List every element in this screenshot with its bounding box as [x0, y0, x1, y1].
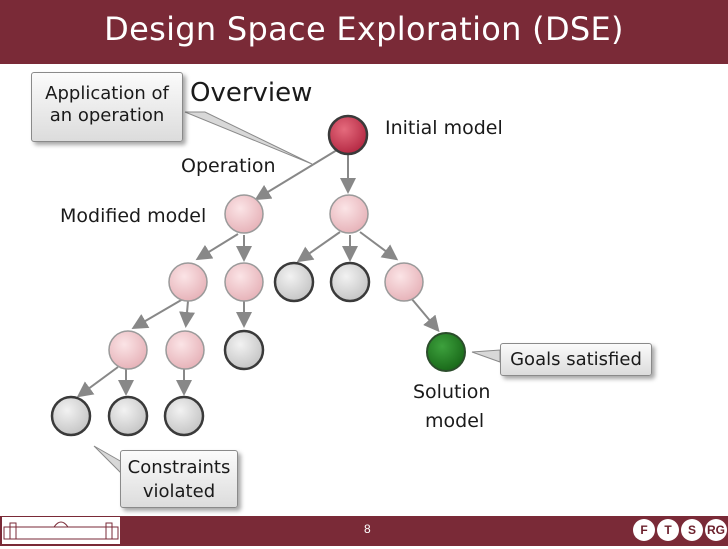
- logo-letter: T: [657, 519, 679, 541]
- callout-line: an operation: [49, 105, 165, 126]
- callout-line: Application of: [45, 83, 169, 104]
- goals-callout-pointer: [471, 349, 501, 363]
- initial-model-node: [327, 114, 369, 156]
- slide-subtitle: Overview: [190, 78, 313, 108]
- initial-model-label: Initial model: [385, 117, 503, 139]
- solution-model-node: [426, 332, 466, 372]
- callout-line: violated: [142, 481, 216, 502]
- explored-node: [108, 330, 148, 370]
- edge: [76, 366, 119, 398]
- logo-letter: F: [633, 519, 655, 541]
- tree-nodes: [50, 114, 466, 437]
- edge: [254, 149, 338, 201]
- goals-satisfied-callout: Goals satisfied: [500, 343, 652, 376]
- application-of-operation-callout: Application of an operation: [31, 72, 183, 142]
- logo-letter: S: [681, 519, 703, 541]
- operation-label: Operation: [181, 155, 276, 177]
- edge: [359, 231, 399, 261]
- explored-node: [168, 262, 208, 302]
- dead-end-node: [329, 261, 371, 303]
- constraints-violated-callout: Constraints violated: [120, 450, 238, 508]
- solution-label-line2: model: [425, 410, 485, 432]
- constraints-callout-pointer: [93, 445, 123, 476]
- explored-node: [329, 194, 369, 234]
- constraint-violated-node: [163, 395, 205, 437]
- logo-letter: RG: [705, 519, 727, 541]
- explored-node: [165, 330, 205, 370]
- modified-model-label: Modified model: [60, 205, 207, 227]
- edge: [195, 233, 239, 261]
- footer-bar: [0, 516, 728, 546]
- tree-edges: [76, 149, 440, 398]
- edge: [410, 297, 440, 333]
- callout-line: Goals satisfied: [510, 349, 642, 370]
- edge: [296, 231, 341, 263]
- ftsrg-logo: F T S RG: [633, 519, 727, 543]
- university-logo: [2, 517, 120, 544]
- solution-label-line1: Solution: [413, 381, 491, 403]
- edge: [179, 300, 196, 328]
- explored-node: [224, 262, 264, 302]
- title-bar: [0, 0, 728, 64]
- dead-end-node: [273, 261, 315, 303]
- callout-line: Constraints: [127, 457, 231, 478]
- application-callout-pointer: [184, 111, 313, 165]
- explored-node: [224, 194, 264, 234]
- dead-end-node: [223, 329, 265, 371]
- constraint-violated-node: [50, 395, 92, 437]
- edge: [131, 298, 184, 330]
- slide-title: Design Space Exploration (DSE): [104, 10, 624, 48]
- university-building-icon: [3, 521, 119, 540]
- page-number: 8: [364, 522, 371, 536]
- constraint-violated-node: [107, 395, 149, 437]
- explored-node: [384, 262, 424, 302]
